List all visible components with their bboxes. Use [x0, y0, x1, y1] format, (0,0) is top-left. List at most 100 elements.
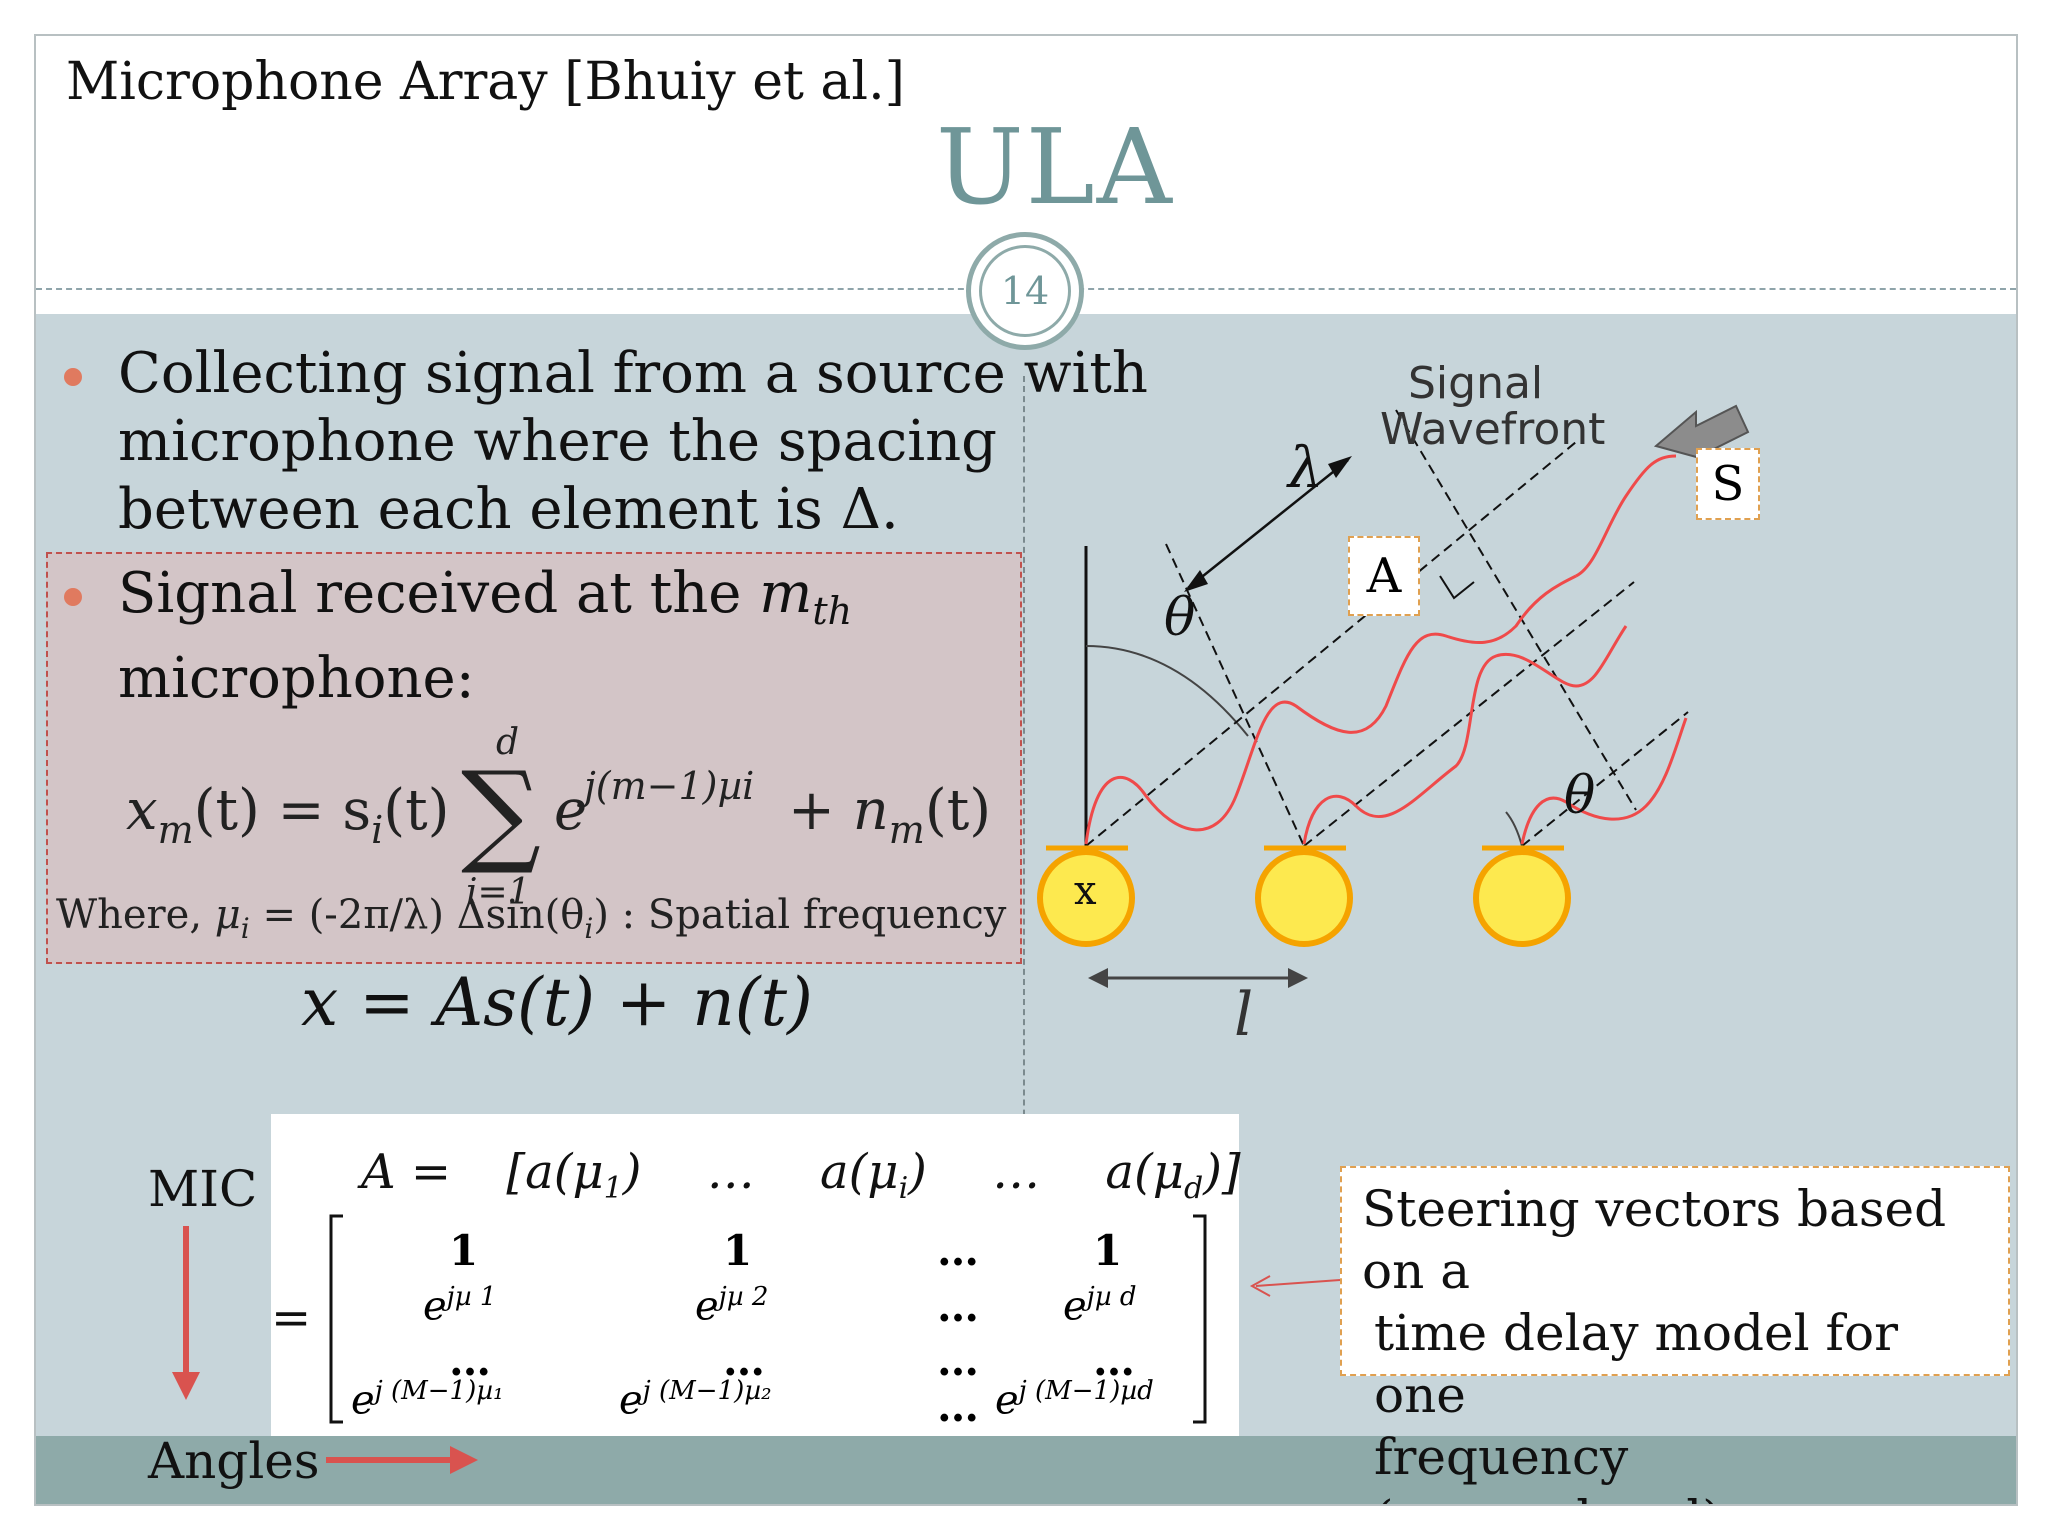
matrix-sub-d: d — [1183, 1171, 1204, 1206]
matrix-cell: 1 — [449, 1226, 479, 1275]
formula-box — [46, 552, 1022, 964]
matrix-cell: … — [937, 1226, 979, 1275]
matrix-power: j (M−1)µ₁ — [374, 1376, 504, 1406]
signal-wave-3 — [1520, 717, 1688, 845]
mic-marker: x — [1074, 868, 1097, 914]
mic-down-arrow — [172, 1226, 200, 1400]
where-line: Where, μi = (-2π/λ) Δsin(θi) : Spatial f… — [56, 892, 1006, 945]
note-line-2: time delay model for one — [1374, 1304, 1899, 1424]
spacing-arrowhead — [1288, 968, 1308, 988]
bullet-1: Collecting signal from a source with mic… — [118, 340, 1148, 544]
matrix-cell: ej (M−1)µ₁ — [351, 1376, 504, 1423]
bullet-2-line-2: microphone: — [118, 646, 475, 711]
matrix-ellipsis: … — [992, 1144, 1041, 1200]
matrix-cell: … — [723, 1336, 765, 1385]
matrix-e: e — [351, 1377, 375, 1424]
microphone-1 — [1037, 849, 1135, 947]
matrix-e: e — [619, 1377, 643, 1424]
bullet-2: Signal received at the mth microphone: — [118, 560, 852, 713]
matrix-cell: … — [449, 1336, 491, 1385]
bullet-2-line-1: Signal received at the mth — [118, 560, 852, 645]
wavefront-label: Wavefront — [1380, 404, 1606, 455]
matrix-cell: ejµ 1 — [423, 1282, 496, 1329]
mic-arrowhead — [172, 1372, 200, 1400]
steering-matrix: A = [a(μ1) … a(μi) … a(μd)] = 1 1 … 1 ej… — [271, 1114, 1241, 1436]
point-label: A — [1348, 536, 1420, 616]
matrix-equals: = — [271, 1290, 312, 1346]
matrix-cell: 1 — [1093, 1226, 1123, 1275]
matrix-power: jµ d — [1086, 1282, 1137, 1312]
where-suffix: ) : Spatial frequency — [593, 892, 1007, 938]
page-number-badge: 14 — [966, 232, 1084, 350]
theta-arc-2 — [1505, 811, 1523, 847]
matrix-sub-1: 1 — [603, 1171, 623, 1206]
note-line-3: frequency (narrowband) — [1374, 1428, 1722, 1504]
matrix-cell: ejµ d — [1063, 1282, 1137, 1329]
theta-label-2: θ — [1564, 766, 1596, 826]
matrix-ellipsis: … — [706, 1144, 755, 1200]
matrix-brackets — [329, 1214, 1207, 1424]
ula-diagram — [1037, 404, 1750, 988]
bullet-2-var: m — [759, 561, 813, 626]
angles-label: Angles — [148, 1432, 320, 1490]
matrix-cell: … — [1093, 1336, 1135, 1385]
matrix-power: jµ 2 — [718, 1282, 769, 1312]
bullet-2-prefix: Signal received at the — [118, 561, 760, 626]
bullet-1-line-1: Collecting signal from a source with — [118, 341, 1148, 406]
system-equation: x = As(t) + n(t) — [301, 964, 813, 1041]
column-divider — [1023, 376, 1025, 1196]
matrix-col-d: a(μ — [1105, 1144, 1184, 1200]
note-pointer-head — [1249, 1275, 1271, 1297]
matrix-cell: ej (M−1)µd — [995, 1376, 1154, 1423]
right-bracket — [1193, 1214, 1207, 1424]
where-theta-sub: i — [584, 912, 594, 945]
matrix-header: A = [a(μ1) … a(μi) … a(μd)] — [361, 1144, 1241, 1206]
matrix-cell: 1 — [723, 1226, 753, 1275]
lambda-arrowhead — [1328, 456, 1352, 478]
right-angle-marker — [1439, 575, 1475, 600]
matrix-col-i: a(μ — [820, 1144, 899, 1200]
signal-wave-1 — [1084, 574, 1577, 845]
wavefront-line — [1165, 543, 1305, 847]
bullet-1-line-3: between each element is Δ. — [118, 477, 899, 542]
matrix-lhs: A = — [361, 1144, 452, 1200]
matrix-cell: ej (M−1)µ₂ — [619, 1376, 772, 1423]
matrix-power: jµ 1 — [446, 1282, 497, 1312]
matrix-cell: … — [937, 1336, 979, 1385]
theta-label: θ — [1164, 588, 1196, 648]
ray-line — [1521, 711, 1689, 847]
reference-text: Microphone Array [Bhuiy et al.] — [66, 52, 905, 112]
slide: Microphone Array [Bhuiy et al.] ULA 14 C… — [34, 34, 2018, 1506]
signal-wave-2 — [1302, 625, 1628, 845]
bullet-marker — [64, 368, 82, 386]
matrix-sub-i: i — [898, 1171, 909, 1206]
lambda-arrow — [1187, 459, 1349, 589]
where-mid: = (-2π/λ) Δsin(θ — [249, 892, 585, 938]
matrix-e: e — [1063, 1283, 1087, 1330]
bullet-1-line-2: microphone where the spacing — [118, 409, 998, 474]
signal-label: Signal — [1408, 358, 1544, 409]
matrix-col-1: [a(μ — [506, 1144, 604, 1200]
slide-title: ULA — [936, 106, 1174, 228]
page-number: 14 — [979, 245, 1071, 337]
ray-line — [1085, 441, 1577, 847]
left-bracket — [329, 1214, 343, 1424]
note-pointer-line — [1255, 1279, 1341, 1287]
lambda-arrowhead — [1184, 570, 1208, 592]
ray-line — [1303, 581, 1635, 847]
microphone-3 — [1473, 849, 1571, 947]
bullet-2-sub: th — [812, 589, 853, 633]
source-label: S — [1696, 448, 1760, 520]
matrix-cell: ejµ 2 — [695, 1282, 768, 1329]
matrix-e: e — [995, 1377, 1019, 1424]
note-line-1: Steering vectors based on a — [1362, 1180, 1947, 1300]
spacing-arrowhead — [1088, 968, 1108, 988]
bullet-marker — [64, 588, 82, 606]
signal-wave-1-tail — [1575, 454, 1677, 578]
matrix-power: j (M−1)µd — [1018, 1376, 1154, 1406]
angles-arrowhead — [450, 1446, 478, 1474]
mic-label: MIC — [148, 1160, 258, 1218]
theta-arc — [1085, 645, 1249, 737]
matrix-cell: … — [937, 1282, 979, 1331]
matrix-cell: … — [937, 1382, 979, 1431]
